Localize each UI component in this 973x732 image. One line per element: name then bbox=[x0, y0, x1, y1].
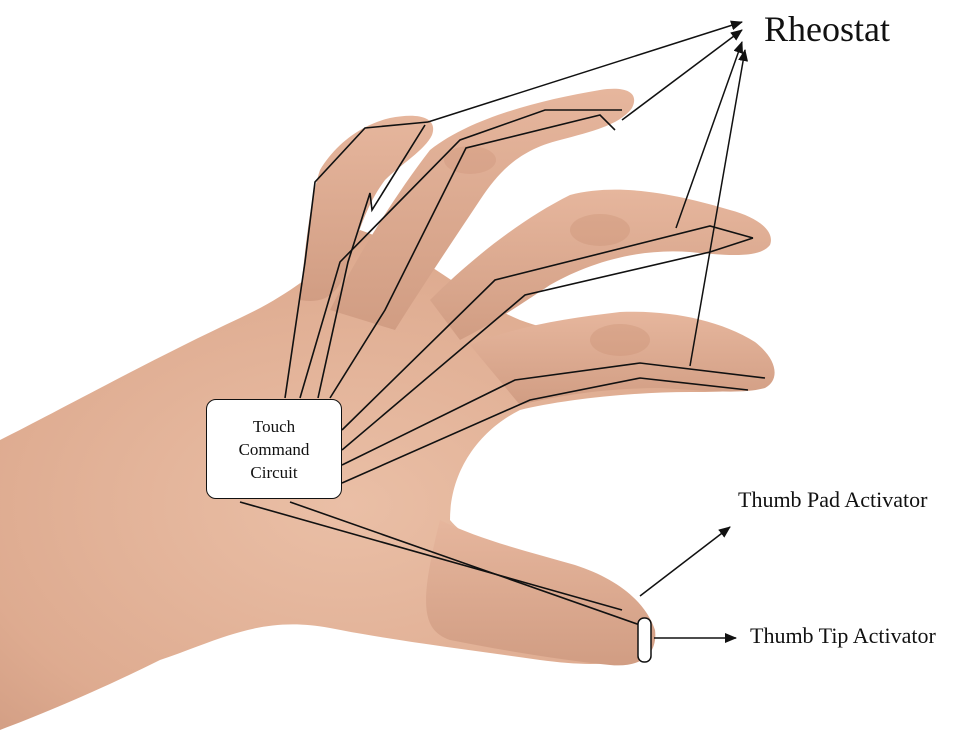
arrow-thumb-pad bbox=[640, 527, 730, 596]
knuckle-shadow bbox=[570, 214, 630, 246]
circuit-label-line-1: Touch bbox=[239, 415, 310, 438]
knuckle-shadow bbox=[444, 146, 496, 174]
touch-command-circuit-box: Touch Command Circuit bbox=[206, 399, 342, 499]
thumb-tip-activator-label: Thumb Tip Activator bbox=[750, 623, 936, 649]
arrow-middle-to-rheostat bbox=[676, 42, 742, 228]
arrow-ring-to-rheostat bbox=[622, 30, 742, 120]
knuckle-shadow bbox=[590, 324, 650, 356]
rheostat-label: Rheostat bbox=[764, 8, 890, 50]
circuit-label-line-3: Circuit bbox=[239, 461, 310, 484]
thumb-pad-activator-label: Thumb Pad Activator bbox=[738, 487, 927, 513]
circuit-label-line-2: Command bbox=[239, 438, 310, 461]
thumb-tip-activator-sensor bbox=[638, 618, 651, 662]
